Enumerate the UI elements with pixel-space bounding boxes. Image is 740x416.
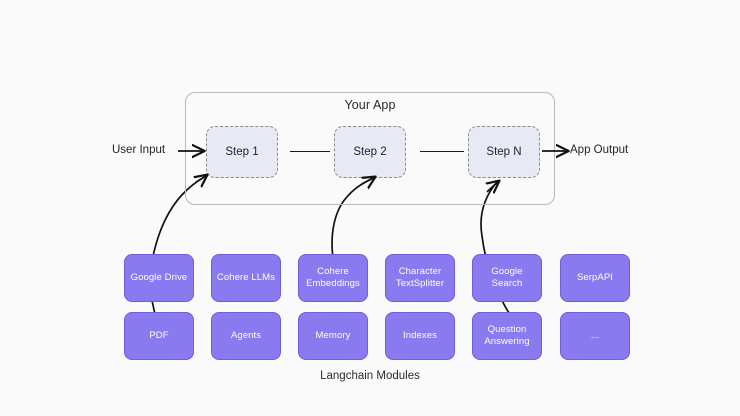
your-app-title: Your App <box>344 98 396 112</box>
connector-step2-stepn <box>420 151 464 152</box>
module-character-textsplitter[interactable]: Character TextSplitter <box>385 254 455 302</box>
connector-step1-step2 <box>290 151 330 152</box>
app-output-label: App Output <box>570 144 629 156</box>
module-more[interactable]: ... <box>560 312 630 360</box>
module-indexes[interactable]: Indexes <box>385 312 455 360</box>
diagram-caption: Langchain Modules <box>320 370 420 382</box>
step-box-n[interactable]: Step N <box>468 126 540 178</box>
step-box-2[interactable]: Step 2 <box>334 126 406 178</box>
module-google-search[interactable]: Google Search <box>472 254 542 302</box>
module-agents[interactable]: Agents <box>211 312 281 360</box>
module-serpapi[interactable]: SerpAPI <box>560 254 630 302</box>
module-cohere-embeddings[interactable]: Cohere Embeddings <box>298 254 368 302</box>
user-input-label: User Input <box>112 144 166 156</box>
module-memory[interactable]: Memory <box>298 312 368 360</box>
step-box-1[interactable]: Step 1 <box>206 126 278 178</box>
module-google-drive[interactable]: Google Drive <box>124 254 194 302</box>
module-question-answering[interactable]: Question Answering <box>472 312 542 360</box>
module-cohere-llms[interactable]: Cohere LLMs <box>211 254 281 302</box>
module-pdf[interactable]: PDF <box>124 312 194 360</box>
